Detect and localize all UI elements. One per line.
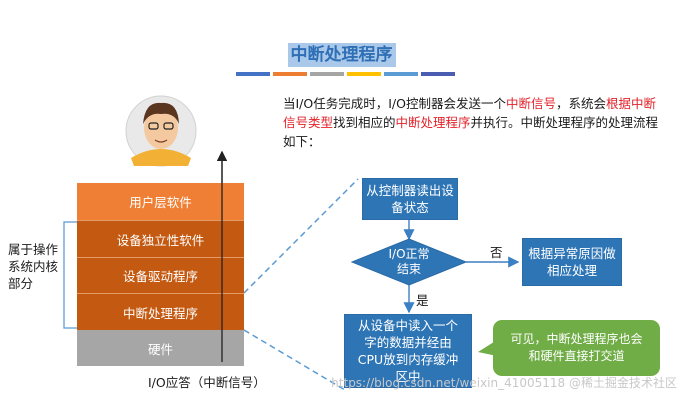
flow-read-status: 从控制器读出设备状态 <box>362 178 458 220</box>
layer-label: 用户层软件 <box>129 195 192 210</box>
decision-label: I/O正常结束 <box>352 239 466 285</box>
page-title: 中断处理程序 <box>0 40 683 67</box>
intro-highlight: 中断信号 <box>505 96 556 111</box>
decision-diamond <box>350 238 468 286</box>
accent-bar <box>273 72 307 76</box>
yes-label: 是 <box>416 293 429 308</box>
note-bubble: 可见，中断处理程序也会和硬件直接打交道 <box>493 320 660 376</box>
layer-label: 设备独立性软件 <box>116 232 205 248</box>
intro-highlight: 中断处理程序 <box>395 115 471 130</box>
avatar <box>125 95 197 167</box>
layer-device-independent: 设备独立性软件 <box>77 220 244 257</box>
layer-label: 中断处理程序 <box>122 305 198 321</box>
intro-text: 找到相应的 <box>333 115 396 130</box>
accent-bar <box>347 72 381 76</box>
flow-read-data: 从设备中读入一个字的数据并经由CPU放到内存缓冲区中 <box>344 314 472 388</box>
intro-text: 当I/O任务完成时，I/O控制器会发送一个 <box>283 96 506 111</box>
kernel-bracket <box>63 221 77 329</box>
accent-bar <box>384 72 418 76</box>
intro-text: ，系统会 <box>556 96 607 111</box>
decision-text: I/O正常结束 <box>388 247 430 276</box>
io-response-label: I/O应答（中断信号） <box>148 375 266 390</box>
intro-text: 并执行。中断处理程序的处理流程如下： <box>283 115 659 149</box>
no-label: 否 <box>490 245 503 260</box>
layer-hardware: 硬件 <box>77 330 244 366</box>
watermark: https://blog.csdn.net/weixin_41005118 @稀… <box>331 376 677 390</box>
flow-exception-handling: 根据异常原因做相应处理 <box>522 238 622 286</box>
zoom-line-top <box>243 178 359 294</box>
layer-interrupt-handler: 中断处理程序 <box>77 293 244 330</box>
accent-bar <box>310 72 344 76</box>
note-text: 可见，中断处理程序也会和硬件直接打交道 <box>510 332 643 363</box>
note-tail <box>478 340 497 356</box>
intro-highlight: 根据中断信号类型 <box>283 96 657 130</box>
layer-device-driver: 设备驱动程序 <box>77 257 244 293</box>
accent-bar <box>236 72 270 76</box>
intro-paragraph: 当I/O任务完成时，I/O控制器会发送一个中断信号，系统会根据中断信号类型找到相… <box>283 94 663 151</box>
accent-bar <box>421 72 455 76</box>
layer-label: 硬件 <box>147 341 173 357</box>
kernel-label: 属于操作系统内核部分 <box>8 242 59 291</box>
title-text: 中断处理程序 <box>287 43 396 67</box>
layer-label: 设备驱动程序 <box>122 269 198 284</box>
layer-user-software: 用户层软件 <box>77 183 244 220</box>
